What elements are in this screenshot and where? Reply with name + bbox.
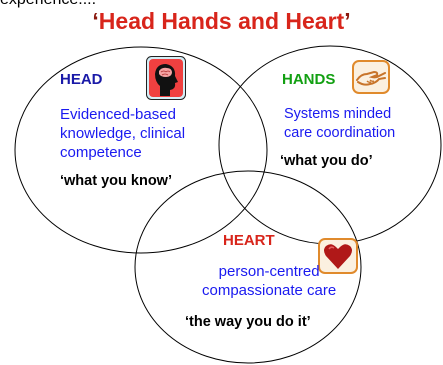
head-circle — [14, 46, 268, 254]
hands-desc-line2: care coordination — [284, 125, 396, 141]
hands-quote: ‘what you do’ — [280, 153, 373, 169]
heart-icon — [318, 238, 358, 279]
heart-desc-line2: compassionate care — [202, 282, 337, 299]
handshake-icon — [352, 60, 390, 99]
head-title: HEAD — [60, 71, 103, 88]
head-desc-line1: Evidenced-based — [60, 106, 176, 123]
title-close-quote: ’ — [344, 8, 351, 34]
heart-desc-line1: person-centred — [218, 263, 320, 280]
head-desc-line3: competence — [60, 144, 142, 161]
heart-circle — [134, 170, 362, 364]
cropped-header-text: experience.... — [0, 0, 96, 9]
heart-quote: ‘the way you do it’ — [185, 314, 311, 330]
brain-head-icon — [146, 56, 186, 105]
heart-description: person-centred compassionate care — [202, 262, 336, 300]
hands-title: HANDS — [282, 71, 336, 88]
heart-title: HEART — [223, 232, 275, 249]
page-title: ‘Head Hands and Heart’ — [0, 8, 443, 35]
hands-desc-line1: Systems minded — [284, 106, 392, 122]
title-open-quote: ‘ — [92, 8, 99, 34]
head-quote: ‘what you know’ — [60, 173, 172, 189]
head-description: Evidenced-based knowledge, clinical comp… — [60, 105, 185, 162]
title-text: Head Hands and Heart — [98, 8, 345, 34]
hands-description: Systems minded care coordination — [284, 105, 395, 143]
head-desc-line2: knowledge, clinical — [60, 125, 186, 142]
